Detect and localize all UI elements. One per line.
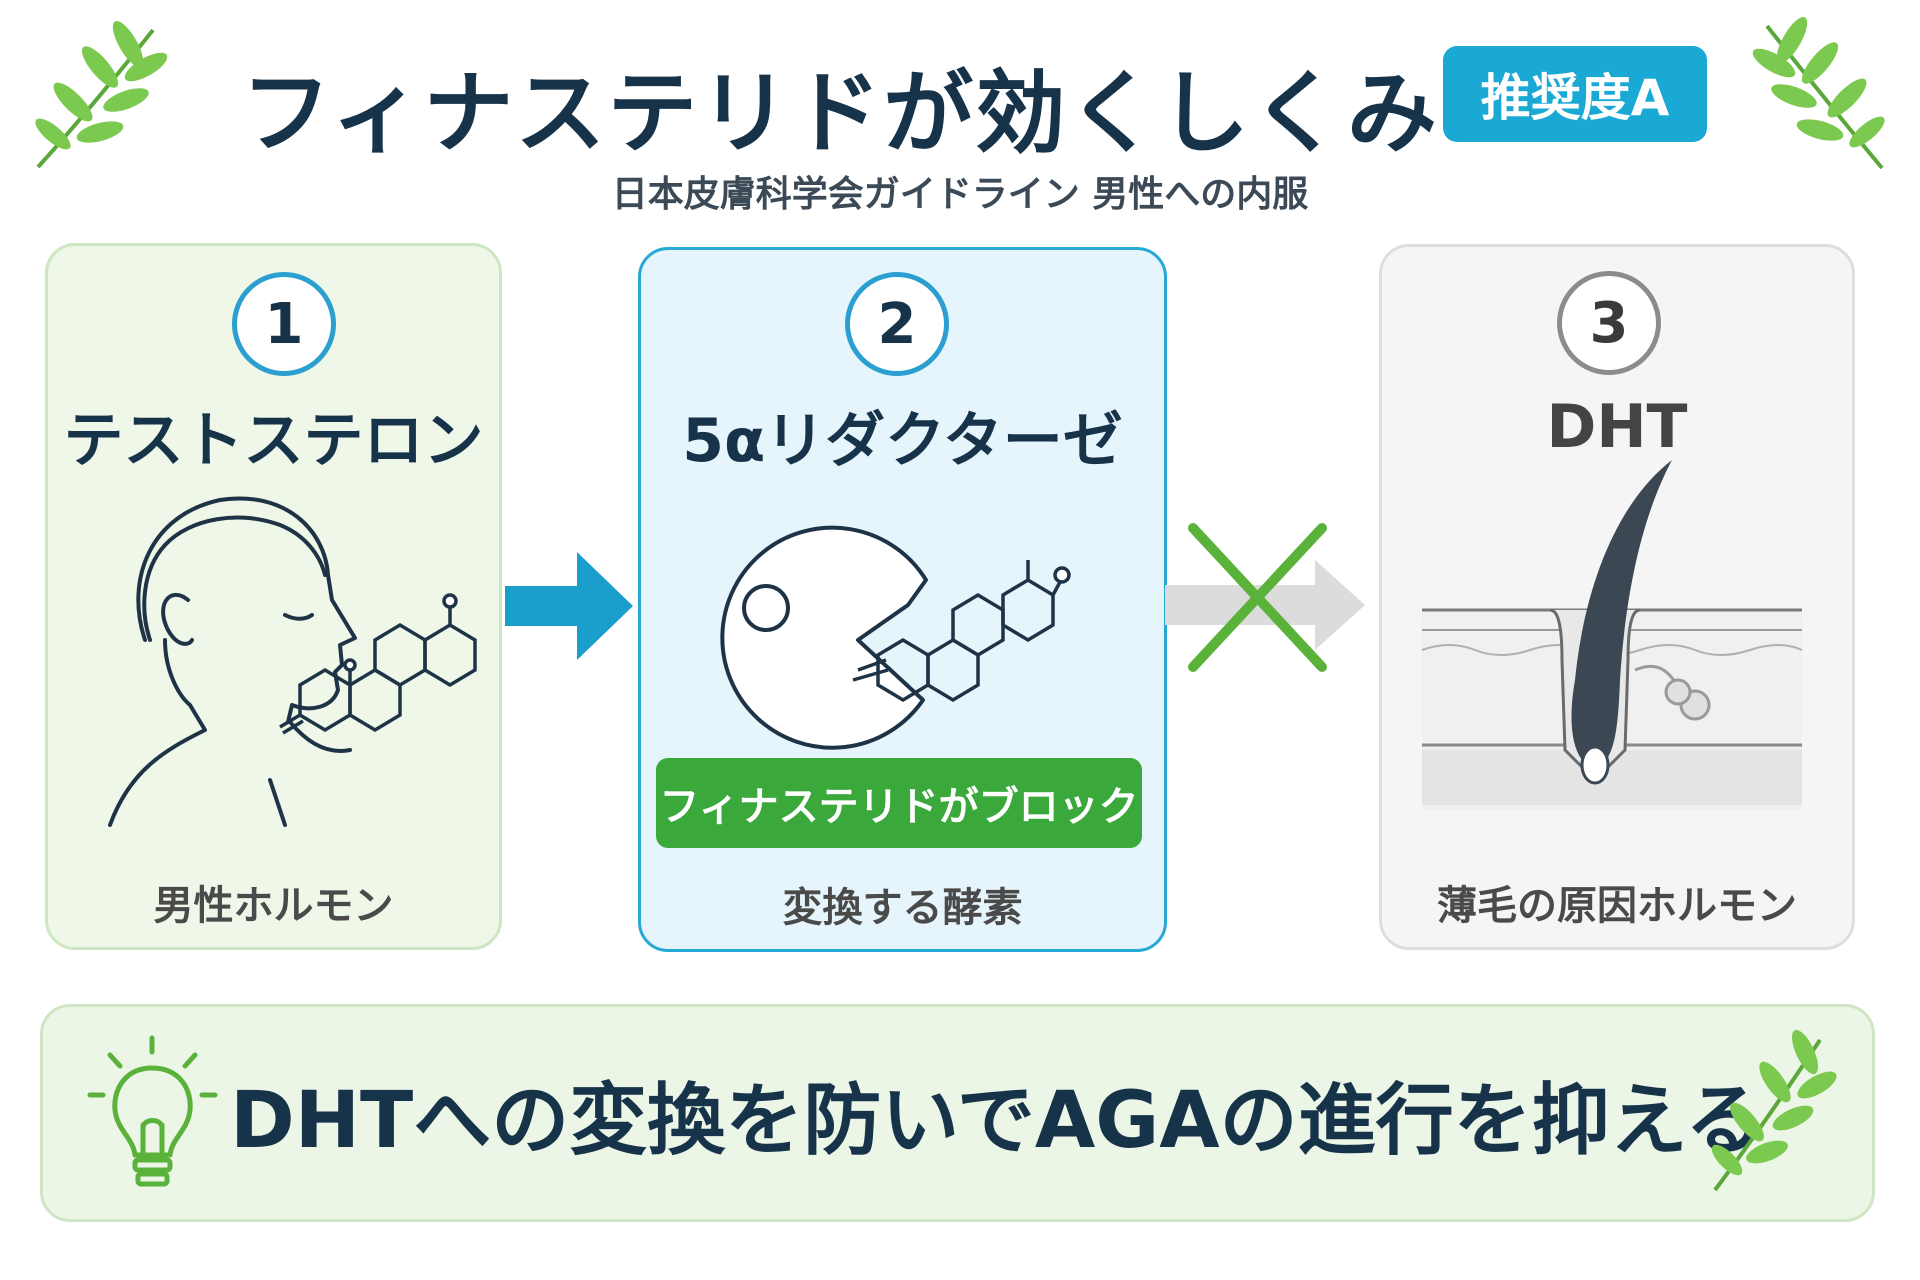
- step-number: 2: [845, 272, 949, 376]
- step-number: 1: [232, 272, 336, 376]
- steroid-molecule-icon: [279, 593, 477, 735]
- arrow-right-icon: [505, 552, 633, 660]
- step-description: 男性ホルモン: [153, 883, 394, 929]
- page-title: フィナステリドが効くしくみ: [241, 61, 1439, 166]
- step-name: テストステロン: [63, 406, 484, 476]
- summary-text: DHTへの変換を防いでAGAの進行を抑える: [230, 1076, 1764, 1166]
- finasteride-block-label: フィナステリドがブロック: [656, 758, 1142, 848]
- man-profile-icon: [108, 496, 357, 827]
- leaf-branch-icon: [1752, 17, 1885, 170]
- leaf-branch-icon: [35, 21, 168, 169]
- enzyme-pacman-icon: [720, 525, 1071, 750]
- block-cross-icon: [1188, 523, 1327, 672]
- step-description: 変換する酵素: [782, 885, 1023, 931]
- step-description: 薄毛の原因ホルモン: [1437, 883, 1797, 929]
- hair-follicle-icon: [1421, 460, 1803, 810]
- recommendation-badge: 推奨度A: [1443, 46, 1707, 142]
- leaf-branch-icon: [1711, 1029, 1837, 1192]
- lightbulb-icon: [87, 1035, 218, 1187]
- step-name: 5αリダクターゼ: [682, 406, 1123, 476]
- step-name: DHT: [1546, 392, 1688, 462]
- summary-banner: [40, 1004, 1875, 1222]
- step-number: 3: [1557, 271, 1661, 375]
- page-subtitle: 日本皮膚科学会ガイドライン 男性への内服: [611, 174, 1309, 215]
